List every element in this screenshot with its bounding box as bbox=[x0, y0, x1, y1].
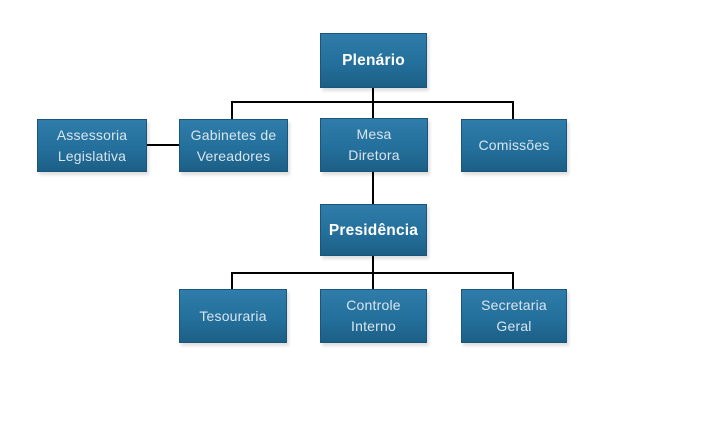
connector-drop-mesa-diretora bbox=[372, 101, 374, 118]
node-label: Plenário bbox=[342, 52, 405, 69]
connector-drop-controle-interno bbox=[372, 272, 374, 289]
org-node-controle-interno: Controle Interno bbox=[320, 289, 427, 343]
org-node-mesa-diretora: Mesa Diretora bbox=[320, 118, 428, 172]
connector-presidencia-stem bbox=[372, 256, 374, 273]
connector-drop-gabinetes bbox=[231, 101, 233, 119]
node-label: Controle bbox=[346, 297, 401, 313]
org-node-gabinetes-de-vereadores: Gabinetes de Vereadores bbox=[179, 119, 288, 172]
node-label: Tesouraria bbox=[199, 307, 267, 324]
node-label: Geral bbox=[496, 318, 532, 334]
connector-plenario-stem bbox=[372, 87, 374, 103]
org-node-presidencia: Presidência bbox=[320, 204, 427, 256]
node-label: Mesa bbox=[356, 126, 392, 142]
connector-assessoria-gabinetes bbox=[147, 144, 179, 146]
node-label: Assessoria bbox=[56, 126, 128, 143]
connector-drop-comissoes bbox=[512, 101, 514, 119]
node-label: Interno bbox=[351, 318, 396, 334]
node-label: Comissões bbox=[478, 137, 550, 153]
connector-drop-secretaria-geral bbox=[512, 272, 514, 289]
org-node-plenario: Plenário bbox=[320, 33, 427, 88]
org-node-assessoria-legislativa: Assessoria Legislativa bbox=[37, 119, 147, 172]
node-label: Presidência bbox=[328, 221, 419, 239]
node-label: Secretaria bbox=[481, 297, 547, 313]
node-label: Gabinetes de bbox=[190, 126, 277, 143]
connector-mesa-presidencia bbox=[372, 172, 374, 204]
org-node-tesouraria: Tesouraria bbox=[179, 289, 287, 343]
node-label: Legislativa bbox=[57, 147, 127, 164]
connector-drop-tesouraria bbox=[231, 272, 233, 289]
org-node-secretaria-geral: Secretaria Geral bbox=[461, 289, 567, 343]
org-node-comissoes: Comissões bbox=[461, 119, 567, 172]
node-label: Diretora bbox=[348, 147, 400, 163]
node-label: Vereadores bbox=[196, 147, 271, 164]
